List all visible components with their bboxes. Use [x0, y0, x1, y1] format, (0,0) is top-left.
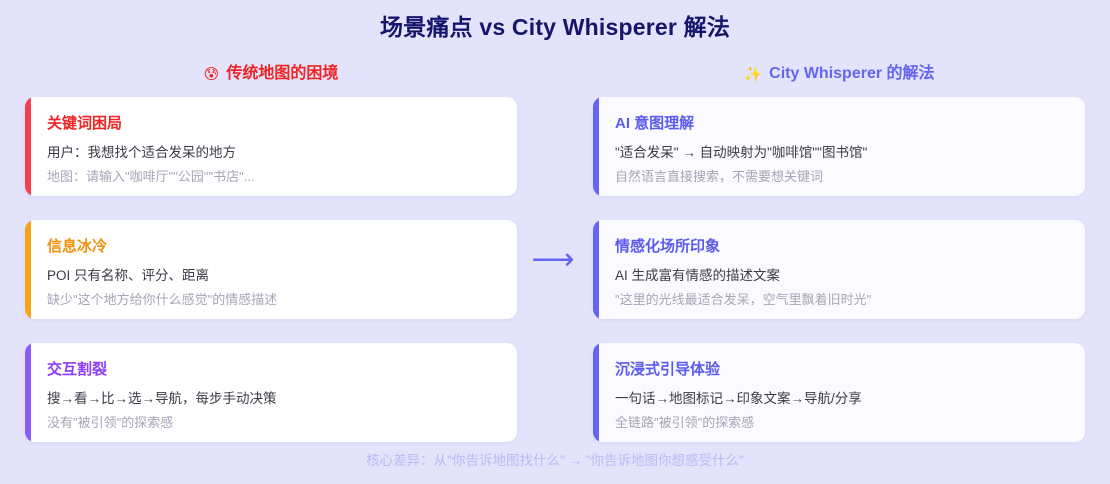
solution-card: 情感化场所印象 AI 生成富有情感的描述文案 "这里的光线最适合发呆，空气里飘着…: [593, 220, 1085, 319]
footer-summary-note: 核心差异：从"你告诉地图找什么" → "你告诉地图你想感受什么": [366, 453, 744, 468]
sparkles-icon: ✨: [743, 65, 763, 83]
card-primary-text: 搜→看→比→选→导航，每步手动决策: [47, 391, 277, 406]
transition-arrow-icon: ⟶: [531, 242, 575, 277]
card-accent-bar: [593, 97, 599, 196]
card-title: 情感化场所印象: [615, 238, 721, 255]
card-accent-bar: [593, 343, 599, 442]
column-header-right-label: City Whisperer 的解法: [769, 65, 935, 82]
card-title: 关键词困局: [47, 115, 123, 132]
card-secondary-text: 全链路"被引领"的探索感: [615, 415, 755, 430]
card-accent-bar: [25, 97, 31, 196]
column-header-solutions: ✨ City Whisperer 的解法: [593, 62, 1085, 86]
card-title: 信息冰冷: [47, 238, 108, 255]
card-accent-bar: [593, 220, 599, 319]
solution-card: AI 意图理解 "适合发呆" → 自动映射为"咖啡馆""图书馆" 自然语言直接搜…: [593, 97, 1085, 196]
card-title: AI 意图理解: [615, 115, 695, 132]
card-title: 沉浸式引导体验: [615, 361, 721, 378]
pain-point-card: 交互割裂 搜→看→比→选→导航，每步手动决策 没有"被引领"的探索感: [25, 343, 517, 442]
anxious-face-with-sweat-icon: 😰: [203, 65, 220, 83]
card-primary-text: 用户：我想找个适合发呆的地方: [47, 145, 236, 160]
card-primary-text: "适合发呆" → 自动映射为"咖啡馆""图书馆": [615, 145, 868, 160]
card-secondary-text: 地图：请输入"咖啡厅""公园""书店"...: [47, 169, 255, 184]
card-secondary-text: "这里的光线最适合发呆，空气里飘着旧时光": [615, 292, 872, 307]
card-secondary-text: 自然语言直接搜索，不需要想关键词: [615, 169, 824, 184]
column-header-left-label: 传统地图的困境: [226, 65, 339, 82]
card-primary-text: POI 只有名称、评分、距离: [47, 268, 210, 283]
card-secondary-text: 没有"被引领"的探索感: [47, 415, 174, 430]
solution-card-list: AI 意图理解 "适合发呆" → 自动映射为"咖啡馆""图书馆" 自然语言直接搜…: [593, 97, 1085, 442]
solution-card: 沉浸式引导体验 一句话→地图标记→印象文案→导航/分享 全链路"被引领"的探索感: [593, 343, 1085, 442]
card-title: 交互割裂: [47, 361, 108, 378]
card-secondary-text: 缺少"这个地方给你什么感觉"的情感描述: [47, 292, 278, 307]
card-primary-text: AI 生成富有情感的描述文案: [615, 268, 781, 283]
pain-point-card: 关键词困局 用户：我想找个适合发呆的地方 地图：请输入"咖啡厅""公园""书店"…: [25, 97, 517, 196]
card-accent-bar: [25, 220, 31, 319]
pain-point-card-list: 关键词困局 用户：我想找个适合发呆的地方 地图：请输入"咖啡厅""公园""书店"…: [25, 97, 517, 442]
page-title: 场景痛点 vs City Whisperer 解法: [379, 14, 731, 40]
card-primary-text: 一句话→地图标记→印象文案→导航/分享: [615, 391, 862, 406]
pain-point-card: 信息冰冷 POI 只有名称、评分、距离 缺少"这个地方给你什么感觉"的情感描述: [25, 220, 517, 319]
column-header-pain-points: 😰 传统地图的困境: [25, 62, 517, 86]
card-accent-bar: [25, 343, 31, 442]
